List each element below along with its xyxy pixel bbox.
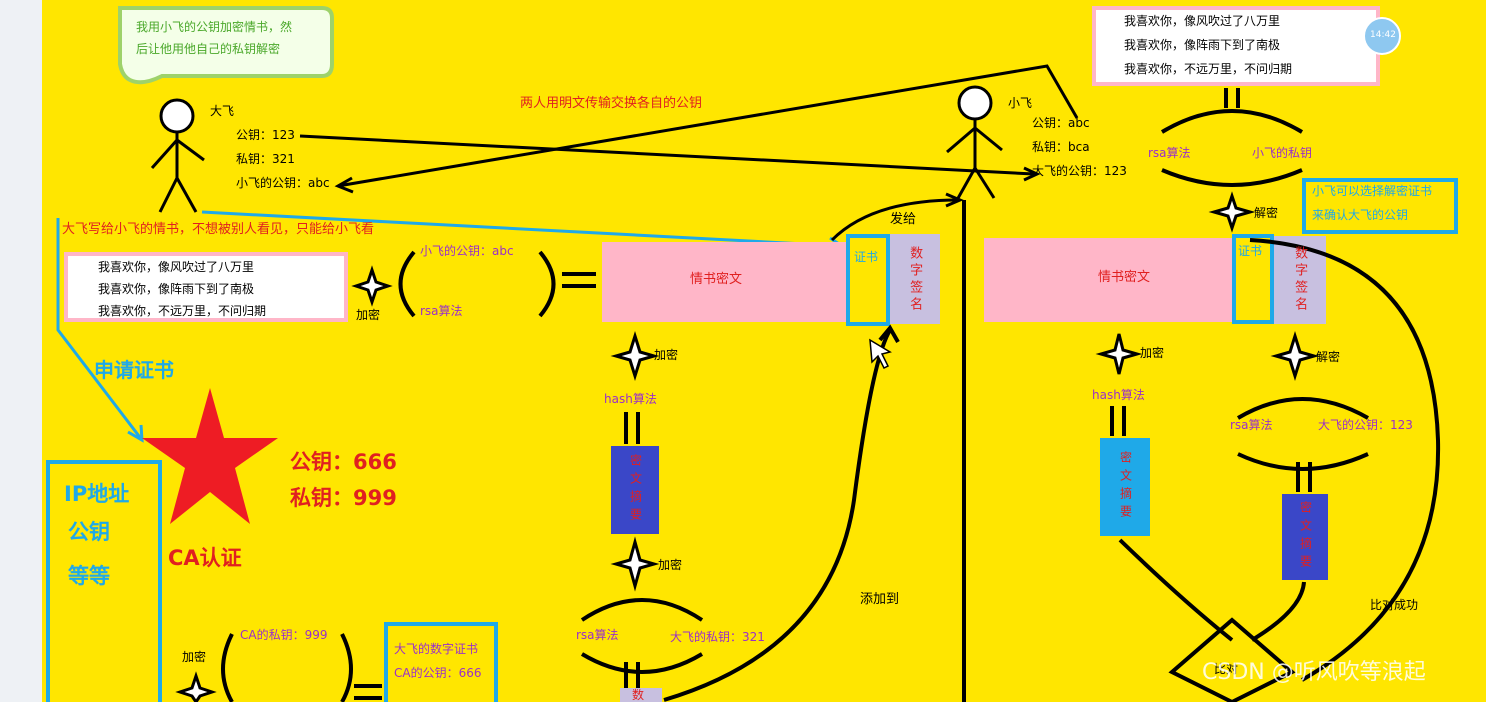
encrypt-label-left: 加密 [356,308,380,322]
cert-box-line2: CA的公钥：666 [394,666,482,680]
digest-encrypt-label: 加密 [658,558,682,572]
dafei-private-key: 私钥：321 [236,152,295,166]
digest-label-right: 密文摘要 [1100,438,1150,536]
dafei-public-key: 公钥：123 [236,128,295,142]
dafei-name: 大飞 [210,104,234,118]
encrypt-star-left [356,270,388,302]
letter-box-left: 我喜欢你，像风吹过了八万里 我喜欢你，像阵雨下到了南极 我喜欢你，不远万里，不问… [64,252,348,322]
apply-cert-label: 申请证书 [94,358,174,382]
letter-left-line1: 我喜欢你，像风吹过了八万里 [98,260,254,274]
speech-bubble-line1: 我用小飞的公钥加密情书，然 [136,20,292,34]
sign-rsa-algo: rsa算法 [576,628,619,642]
ca-star-icon [142,388,278,524]
right-rsa-algo2: rsa算法 [1230,418,1273,432]
compare-success-label: 比对成功 [1370,598,1418,612]
cert-note-line1: 小飞可以选择解密证书 [1312,184,1432,198]
ca-private-key: 私钥：999 [290,486,397,511]
love-letter-label: 大飞写给小飞的情书，不想被别人看见，只能给小飞看 [62,222,374,238]
signature-label-left: 数字签名 [892,236,936,324]
hand-cursor-icon [870,340,890,368]
sign-rsa-key: 大飞的私钥：321 [670,630,765,644]
dafei-stick-figure [152,100,204,212]
xiaofei-name: 小飞 [1008,96,1032,110]
letter-left-line2: 我喜欢你，像阵雨下到了南极 [98,282,254,296]
send-label: 发给 [890,212,916,228]
cert-note-line2: 来确认大飞的公钥 [1312,208,1408,222]
cert-box-line1: 大飞的数字证书 [394,642,478,656]
xiaofei-private-key: 私钥：bca [1032,140,1090,154]
letter-right-line1: 我喜欢你，像风吹过了八万里 [1124,14,1280,28]
xiaofei-public-key: 公钥：abc [1032,116,1090,130]
ca-encrypt-label: 加密 [182,650,206,664]
hash-encrypt-label: 加密 [654,348,678,362]
encrypt-algo-label: rsa算法 [420,304,463,318]
exchange-label: 两人用明文传输交换各自的公钥 [520,96,702,112]
timer-text: 14:42 [1370,30,1396,41]
key-exchange-arrows [300,66,1077,192]
ciphertext-label-right: 情书密文 [1098,270,1150,286]
dafei-xiaofei-public-key: 小飞的公钥：abc [236,176,330,190]
digest-label-left: 密文摘要 [611,446,659,534]
watermark: CSDN @听风吹等浪起 [1202,660,1426,686]
certificate-label-right: 证书 [1238,244,1262,258]
diagram-lines [42,0,1486,702]
ciphertext-label-left: 情书密文 [690,272,742,288]
ca-info-etc: 等等 [68,564,110,589]
add-to-arrow [664,330,890,700]
right-hash-algo: hash算法 [1092,388,1145,402]
right-rsa-algo: rsa算法 [1148,146,1191,160]
ca-public-key: 公钥：666 [290,450,397,475]
digital-cert-box [386,624,496,702]
right-xiaofei-private: 小飞的私钥 [1252,146,1312,160]
ca-label: CA认证 [168,546,242,571]
ca-info-ip: IP地址 [64,482,129,507]
diagram-canvas: 我用小飞的公钥加密情书，然 后让他用他自己的私钥解密 大飞 公钥：123 私钥：… [42,0,1486,702]
hash-algo-label-left: hash算法 [604,392,657,406]
letter-right-line2: 我喜欢你，像阵雨下到了南极 [1124,38,1280,52]
signature-label-right: 数字签名 [1276,236,1322,324]
digital-partial: 数 [632,688,644,702]
letter-right-line3: 我喜欢你，不远万里，不问归期 [1124,62,1292,76]
certificate-label-left: 证书 [854,250,878,264]
xiaofei-stick-figure [947,87,1002,200]
add-to-label: 添加到 [860,592,899,608]
ca-info-key: 公钥 [68,520,110,545]
right-dafei-public: 大飞的公钥：123 [1318,418,1413,432]
ca-private-key-small: CA的私钥：999 [240,628,328,642]
right-decrypt-label: 解密 [1316,350,1340,364]
right-encrypt-label: 加密 [1140,346,1164,360]
speech-bubble-line2: 后让他用他自己的私钥解密 [136,42,280,56]
digest-label-right2: 密文摘要 [1282,494,1328,580]
encrypt-key-label: 小飞的公钥：abc [420,244,514,258]
right-decrypt-top: 解密 [1254,206,1278,220]
xiaofei-dafei-public-key: 大飞的公钥：123 [1032,164,1127,178]
letter-left-line3: 我喜欢你，不远万里，不问归期 [98,304,266,318]
